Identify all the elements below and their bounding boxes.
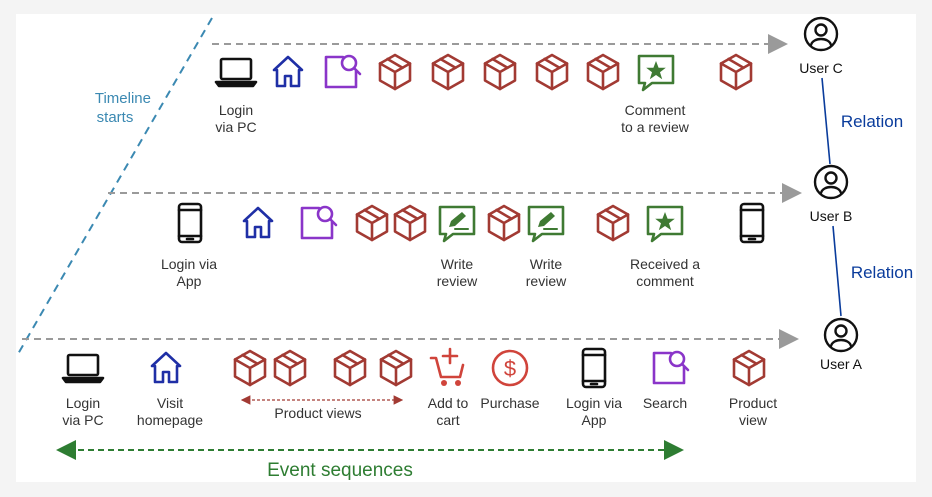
user-b-icon [813, 164, 849, 200]
event-icons-layer: $ [61, 53, 766, 389]
user-b-event-2-home-icon [242, 206, 274, 239]
timeline-label-line-2: starts [97, 109, 134, 126]
user-b-event-8-review-write-icon [527, 205, 565, 243]
user-c-event-6-product-icon [483, 53, 517, 91]
user-c-icon [803, 16, 839, 52]
user-b-event-5-product-icon [393, 204, 427, 242]
user-c-event-1-laptop-icon [214, 57, 258, 88]
user-a-event-10-search-icon [652, 350, 690, 385]
timeline-label: Timeline starts [95, 90, 155, 126]
user-a-label: User A [820, 356, 863, 372]
user-b-event-11-phone-icon [739, 202, 765, 244]
user-b-event-4-product-icon [355, 204, 389, 242]
user-c-event-7-product-icon [535, 53, 569, 91]
timeline-start-line [17, 17, 213, 355]
user-a-event-8-dollar-icon: $ [491, 349, 529, 387]
relation-line-c-b [821, 77, 831, 165]
user-a-event-5-product-icon [333, 349, 367, 387]
user-a-event-7-cart-icon [429, 347, 465, 386]
user-c-event-5-product-icon [431, 53, 465, 91]
user-c-event-2-home-icon [272, 55, 304, 88]
user-c-event-9-review-star-icon [637, 54, 675, 92]
user-b-event-6-review-write-icon [438, 205, 476, 243]
user-b-label: User B [810, 208, 853, 224]
relation-label-c-b: Relation [841, 112, 903, 131]
user-a-event-3-product-icon [233, 349, 267, 387]
diagram-panel [16, 14, 916, 482]
timeline-label-line-1: Timeline [95, 90, 151, 107]
user-a-event-11-product-icon [732, 349, 766, 387]
user-c-event-10-product-icon [719, 53, 753, 91]
user-a-event-8-label: Purchase [480, 395, 539, 411]
user-c-event-4-product-icon [378, 53, 412, 91]
user-c-label: User C [799, 60, 843, 76]
user-a-event-9-phone-icon [581, 347, 607, 389]
event-sequences-label: Event sequences [267, 460, 413, 481]
user-a-event-4-product-icon [273, 349, 307, 387]
user-c-event-3-search-icon [324, 54, 362, 89]
user-c-event-8-product-icon [586, 53, 620, 91]
user-b-event-7-product-icon [487, 204, 521, 242]
relation-line-b-a [832, 225, 842, 317]
product-views-label: Product views [274, 405, 361, 421]
relation-label-b-a: Relation [851, 263, 913, 282]
user-a-event-6-product-icon [379, 349, 413, 387]
user-a-event-2-home-icon [150, 351, 182, 384]
user-a-icon [823, 317, 859, 353]
user-b-event-10-review-star-icon [646, 205, 684, 243]
user-a-event-10-label: Search [643, 395, 687, 411]
user-b-event-3-search-icon [300, 205, 338, 240]
user-b-event-1-phone-icon [177, 202, 203, 244]
users-layer: User C User B User A [799, 16, 863, 372]
svg-text:$: $ [504, 356, 516, 381]
user-b-event-9-product-icon [596, 204, 630, 242]
user-a-event-1-laptop-icon [61, 353, 105, 384]
